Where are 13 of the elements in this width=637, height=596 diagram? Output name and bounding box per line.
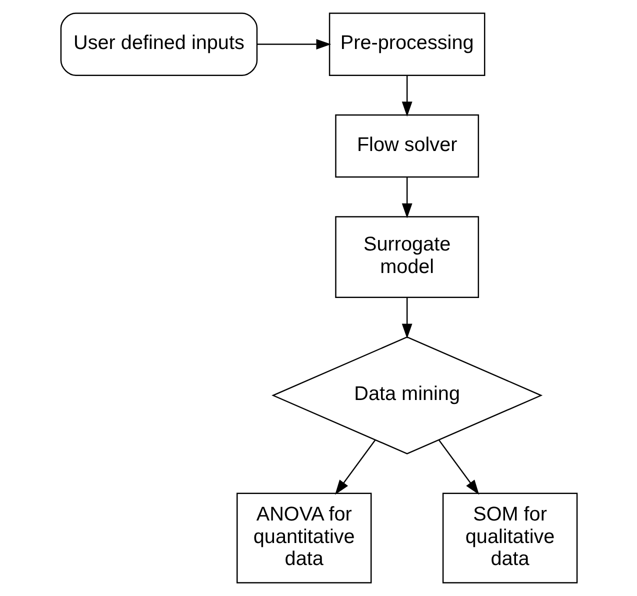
arrow [334, 440, 376, 495]
node-diamond: Data mining [271, 336, 542, 454]
node-box: Pre-processing [328, 12, 485, 76]
arrow [401, 75, 412, 117]
node-box: User defined inputs [60, 12, 258, 76]
arrow [401, 298, 412, 339]
node-box: Flow solver [334, 114, 479, 178]
node-box: SOM for qualitative data [442, 492, 578, 584]
arrow [256, 39, 331, 50]
node-box: ANOVA for quantitative data [236, 492, 372, 584]
arrow [438, 440, 479, 495]
node-box: Surrogate model [334, 216, 479, 298]
arrow [401, 178, 412, 218]
